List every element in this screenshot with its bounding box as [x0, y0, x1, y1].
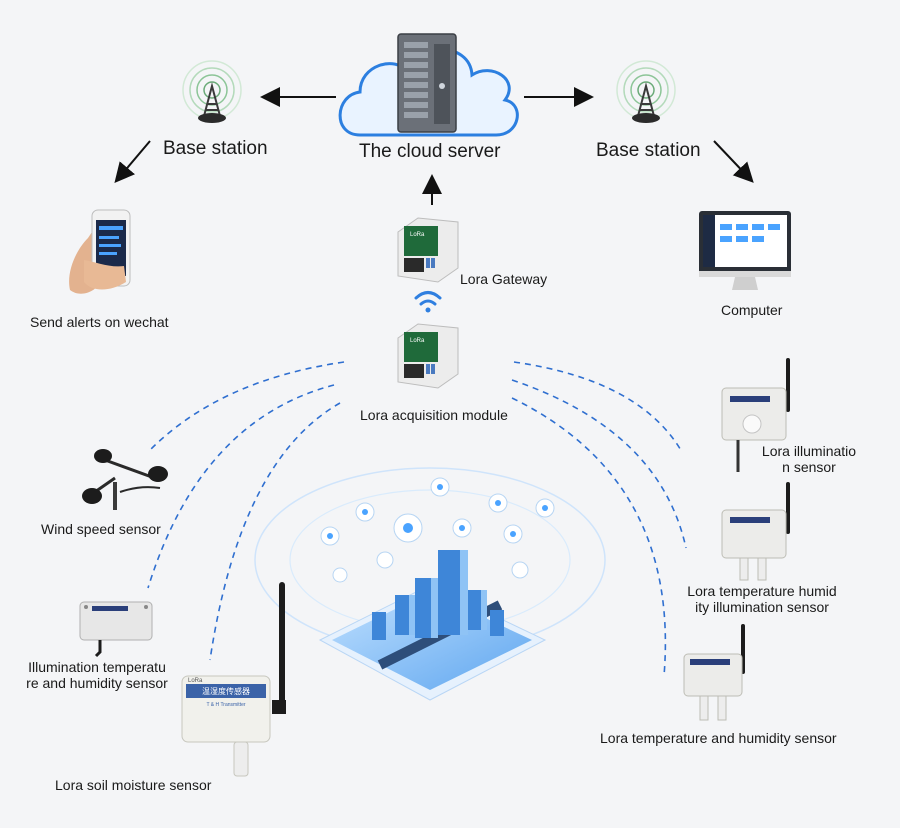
lora-acquisition-device: LoRa	[397, 323, 459, 389]
link-lora-th	[511, 397, 667, 677]
gateway-brand-text: LoRa	[410, 232, 425, 238]
link-wind	[149, 361, 345, 451]
label-illumination-th: Illumination temperatu re and humidity s…	[22, 659, 172, 691]
label-wind-speed: Wind speed sensor	[41, 521, 161, 537]
acq-brand-text: LoRa	[410, 338, 425, 344]
soil-moisture-sensor-icon: 温湿度传感器 T & H Transmitter LoRa	[181, 582, 286, 777]
soil-title-text: 温湿度传感器	[202, 686, 250, 696]
link-illum-th	[147, 384, 335, 589]
flow-arrows	[114, 87, 754, 205]
label-lora-illumination: Lora illuminatio n sensor	[754, 443, 864, 475]
base-station-left	[182, 60, 242, 123]
lora-gateway-device: LoRa	[397, 217, 459, 283]
smart-city-illustration	[254, 467, 606, 701]
label-lora-th: Lora temperature and humidity sensor	[600, 730, 837, 746]
label-wechat-alerts: Send alerts on wechat	[30, 314, 169, 330]
link-lora-illum	[513, 361, 683, 453]
arrow-base-left-to-phone	[114, 140, 151, 184]
label-computer: Computer	[721, 302, 783, 318]
label-lora-acquisition: Lora acquisition module	[360, 407, 508, 423]
soil-sub-text: T & H Transmitter	[206, 702, 245, 708]
label-base-station-left: Base station	[163, 138, 268, 159]
phone-icon	[69, 209, 131, 294]
illumination-th-sensor-icon	[79, 601, 153, 658]
arrow-base-right-to-computer	[713, 140, 754, 183]
label-lora-illumination-line1: Lora illuminatio	[761, 443, 857, 459]
label-lora-thi-line1: Lora temperature humid	[687, 583, 837, 599]
label-base-station-right: Base station	[596, 140, 701, 161]
computer-icon	[699, 211, 791, 290]
label-lora-illumination-line2: n sensor	[782, 459, 836, 475]
lora-illumination-sensor-icon	[721, 358, 790, 472]
base-station-right	[616, 60, 676, 123]
wind-speed-sensor-icon	[82, 449, 168, 510]
label-illumination-th-line1: Illumination temperatu	[28, 659, 166, 675]
wifi-icon	[414, 291, 442, 313]
label-lora-thi: Lora temperature humid ity illumination …	[682, 583, 842, 615]
label-illumination-th-line2: re and humidity sensor	[26, 675, 168, 691]
label-soil-moisture: Lora soil moisture sensor	[55, 777, 212, 793]
label-lora-thi-line2: ity illumination sensor	[695, 599, 829, 615]
label-cloud-server: The cloud server	[359, 141, 501, 162]
wireless-links	[147, 361, 687, 677]
soil-brand-text: LoRa	[188, 678, 203, 684]
link-soil	[209, 402, 341, 661]
label-lora-gateway: Lora Gateway	[460, 271, 548, 287]
cloud-server	[338, 33, 519, 137]
lora-thi-sensor-icon	[721, 482, 790, 581]
link-lora-thi	[511, 379, 687, 549]
lora-th-sensor-icon	[683, 624, 745, 721]
